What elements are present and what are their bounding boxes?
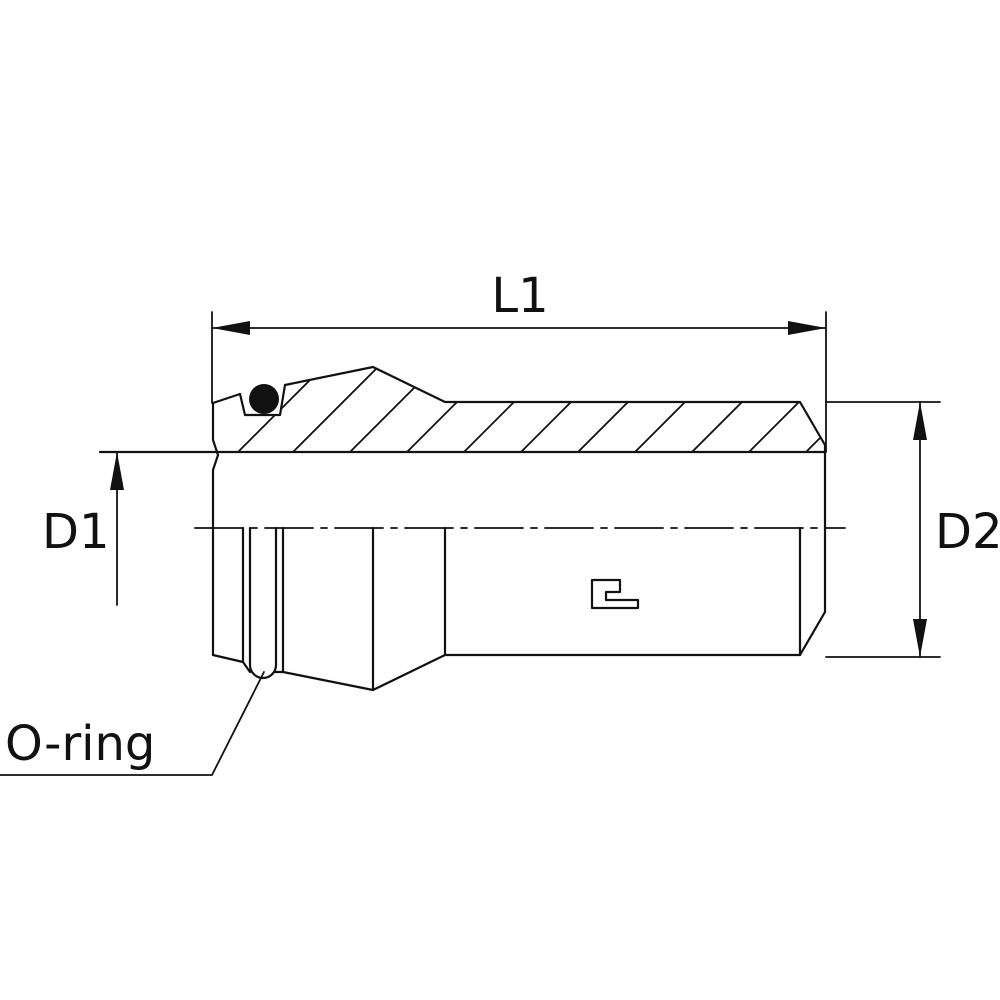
label-d1: D1 xyxy=(42,504,110,560)
label-oring: O-ring xyxy=(5,716,155,772)
dimension-l1 xyxy=(211,311,827,453)
section-hatching xyxy=(213,367,825,452)
fitting-outline xyxy=(98,365,827,692)
dimension-d2 xyxy=(825,401,941,658)
dimension-d1 xyxy=(110,451,124,606)
label-d2: D2 xyxy=(935,504,1000,560)
label-l1: L1 xyxy=(491,268,548,324)
oring-section xyxy=(249,384,279,414)
oring-leader-line xyxy=(0,671,265,776)
brand-logo-icon xyxy=(590,578,640,610)
